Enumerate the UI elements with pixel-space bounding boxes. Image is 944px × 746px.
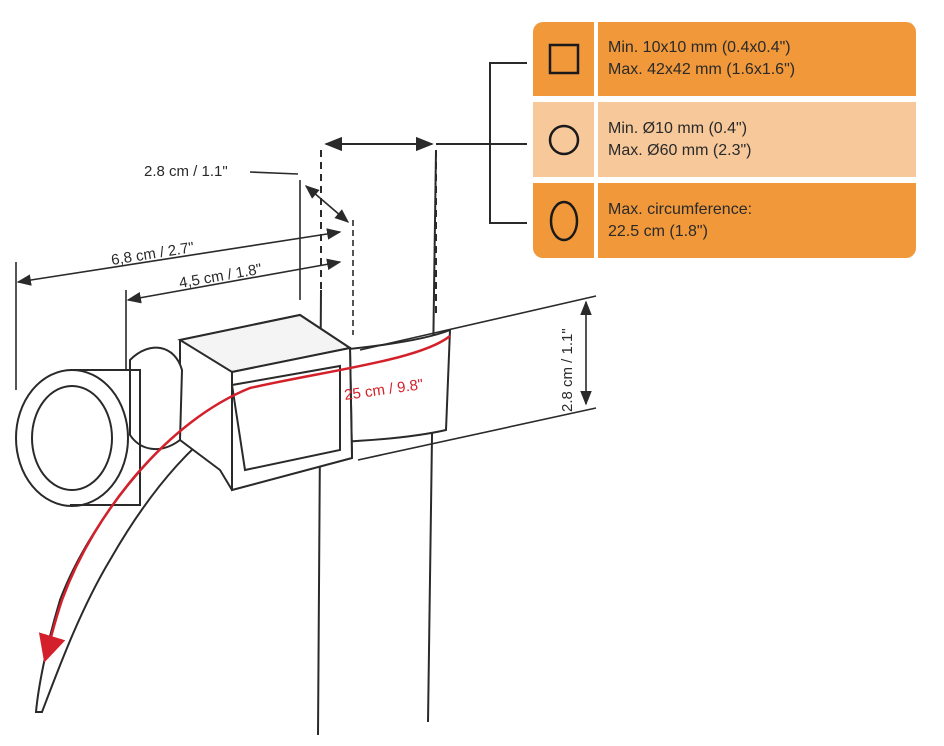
- oval-icon: [533, 183, 594, 258]
- pole-size-spec-panel: Min. 10x10 mm (0.4x0.4") Max. 42x42 mm (…: [533, 22, 916, 258]
- spec-square-min: Min. 10x10 mm (0.4x0.4"): [608, 39, 791, 56]
- spec-circle-min: Min. Ø10 mm (0.4"): [608, 119, 748, 137]
- strap-length-line: [38, 335, 451, 663]
- spec-circle-max: Max. Ø60 mm (2.3"): [608, 141, 752, 159]
- strap-height-dimension: [357, 295, 597, 461]
- mount-body: [177, 313, 354, 492]
- circle-icon: [533, 102, 594, 177]
- clip-gap-label: 2.8 cm / 1.1": [144, 163, 228, 180]
- spec-row-oval: Max. circumference: 22.5 cm (1.8"): [533, 183, 916, 258]
- length-dimensions: [15, 171, 354, 390]
- clip: [15, 346, 184, 507]
- inner-length-label: 4,5 cm / 1.8": [178, 261, 263, 292]
- spec-oval-line2: 22.5 cm (1.8"): [608, 222, 708, 240]
- spec-square-max: Max. 42x42 mm (1.6x1.6"): [608, 61, 796, 78]
- pole-width-bracket: [324, 62, 527, 224]
- spec-row-square: Min. 10x10 mm (0.4x0.4") Max. 42x42 mm (…: [533, 22, 916, 96]
- square-icon: [533, 22, 594, 96]
- strap-height-label: 2.8 cm / 1.1": [559, 328, 576, 412]
- spec-row-circle: Min. Ø10 mm (0.4") Max. Ø60 mm (2.3"): [533, 102, 916, 177]
- overall-length-label: 6,8 cm / 2.7": [110, 239, 195, 269]
- spec-oval-line1: Max. circumference:: [608, 200, 753, 218]
